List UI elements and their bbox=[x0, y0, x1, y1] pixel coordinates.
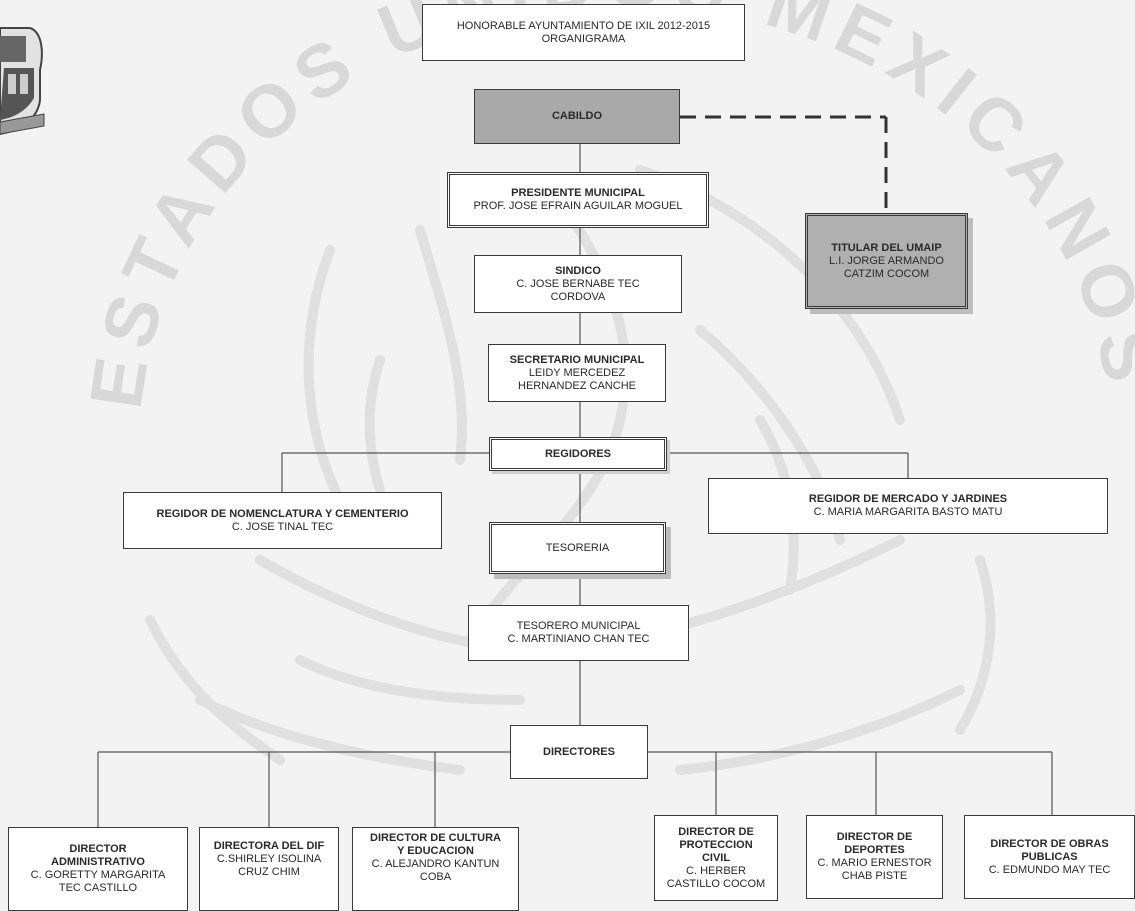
director-title: DEPORTES bbox=[844, 844, 905, 856]
node-name: LEIDY MERCEDEZ bbox=[528, 366, 626, 379]
director-title: CIVIL bbox=[701, 851, 731, 864]
director-name: C. HERBER bbox=[686, 864, 746, 877]
director-title: Y EDUCACION bbox=[397, 845, 474, 857]
node-name: C. JOSE BERNABE TEC bbox=[516, 277, 640, 290]
node-name: HERNANDEZ CANCHE bbox=[518, 379, 636, 392]
director-title: PUBLICAS bbox=[1021, 850, 1078, 863]
director-name: CASTILLO COCOM bbox=[666, 877, 766, 890]
director-title: DIRECTOR DE CULTURA bbox=[370, 832, 501, 844]
node-title: TITULAR DEL UMAIP bbox=[831, 241, 942, 254]
node-regidor-mercado: REGIDOR DE MERCADO Y JARDINES C. MARIA M… bbox=[708, 478, 1108, 534]
director-obras-publicas: DIRECTOR DE OBRAS PUBLICAS C. EDMUNDO MA… bbox=[964, 815, 1135, 899]
director-cultura-educacion: DIRECTOR DE CULTURA Y EDUCACION C. ALEJA… bbox=[352, 827, 519, 911]
director-title: DIRECTOR bbox=[69, 843, 127, 855]
director-title: PROTECCION bbox=[679, 838, 753, 851]
node-name: CORDOVA bbox=[550, 290, 606, 303]
node-presidente-municipal: PRESIDENTE MUNICIPAL PROF. JOSE EFRAIN A… bbox=[447, 172, 709, 228]
director-name: CRUZ CHIM bbox=[238, 866, 300, 878]
node-name: L.I. JORGE ARMANDO bbox=[829, 254, 944, 267]
node-secretario-municipal: SECRETARIO MUNICIPAL LEIDY MERCEDEZ HERN… bbox=[488, 344, 666, 402]
director-dif: DIRECTORA DEL DIF C.SHIRLEY ISOLINA CRUZ… bbox=[199, 827, 339, 911]
node-regidores: REGIDORES bbox=[489, 437, 667, 471]
node-sindico: SINDICO C. JOSE BERNABE TEC CORDOVA bbox=[474, 255, 682, 313]
director-deportes: DIRECTOR DE DEPORTES C. MARIO ERNESTOR C… bbox=[806, 815, 943, 899]
director-title: DIRECTOR DE OBRAS bbox=[990, 837, 1109, 850]
director-name: C.SHIRLEY ISOLINA bbox=[216, 853, 322, 865]
node-title: SINDICO bbox=[555, 264, 601, 277]
director-title: ADMINISTRATIVO bbox=[51, 856, 145, 868]
node-name: C. MARTINIANO CHAN TEC bbox=[507, 633, 650, 645]
node-titular-umaip: TITULAR DEL UMAIP L.I. JORGE ARMANDO CAT… bbox=[805, 213, 968, 309]
node-tesorero-municipal: TESORERO MUNICIPAL C. MARTINIANO CHAN TE… bbox=[468, 605, 689, 661]
org-chart-header: HONORABLE AYUNTAMIENTO DE IXIL 2012-2015… bbox=[422, 4, 745, 61]
node-title: CABILDO bbox=[551, 110, 603, 122]
director-administrativo: DIRECTOR ADMINISTRATIVO C. GORETTY MARGA… bbox=[8, 827, 188, 911]
node-title: TESORERO MUNICIPAL bbox=[516, 620, 641, 632]
node-name: CATZIM COCOM bbox=[843, 267, 930, 280]
director-name: TEC CASTILLO bbox=[58, 882, 138, 894]
node-name: C. JOSE TINAL TEC bbox=[231, 520, 334, 533]
node-name: PROF. JOSE EFRAIN AGUILAR MOGUEL bbox=[473, 200, 683, 212]
node-title: REGIDOR DE NOMENCLATURA Y CEMENTERIO bbox=[156, 507, 409, 520]
header-line-1: HONORABLE AYUNTAMIENTO DE IXIL 2012-2015 bbox=[456, 19, 711, 32]
node-title: SECRETARIO MUNICIPAL bbox=[509, 353, 645, 366]
node-directores: DIRECTORES bbox=[510, 725, 648, 779]
node-tesoreria: TESORERIA bbox=[489, 522, 666, 574]
director-title: DIRECTOR DE bbox=[678, 825, 754, 838]
node-title: REGIDORES bbox=[544, 447, 611, 460]
header-line-2: ORGANIGRAMA bbox=[541, 32, 626, 45]
director-title: DIRECTOR DE bbox=[836, 831, 913, 843]
municipal-seal-icon bbox=[0, 27, 45, 136]
director-name: C. ALEJANDRO KANTUN bbox=[371, 858, 500, 870]
node-title: TESORERIA bbox=[545, 541, 610, 554]
node-title: REGIDOR DE MERCADO Y JARDINES bbox=[808, 493, 1008, 505]
director-title: DIRECTORA DEL DIF bbox=[213, 840, 325, 852]
director-name: C. EDMUNDO MAY TEC bbox=[988, 863, 1111, 876]
director-name: CHAB PISTE bbox=[841, 870, 908, 882]
director-proteccion-civil: DIRECTOR DE PROTECCION CIVIL C. HERBER C… bbox=[654, 815, 778, 901]
node-regidor-nomenclatura: REGIDOR DE NOMENCLATURA Y CEMENTERIO C. … bbox=[123, 492, 442, 549]
director-name: C. GORETTY MARGARITA bbox=[30, 869, 166, 881]
director-name: C. MARIO ERNESTOR bbox=[817, 857, 932, 869]
node-name: C. MARIA MARGARITA BASTO MATU bbox=[813, 506, 1003, 518]
node-title: PRESIDENTE MUNICIPAL bbox=[511, 187, 645, 199]
node-title: DIRECTORES bbox=[543, 745, 615, 758]
director-name: COBA bbox=[419, 871, 452, 883]
node-cabildo: CABILDO bbox=[474, 89, 680, 144]
